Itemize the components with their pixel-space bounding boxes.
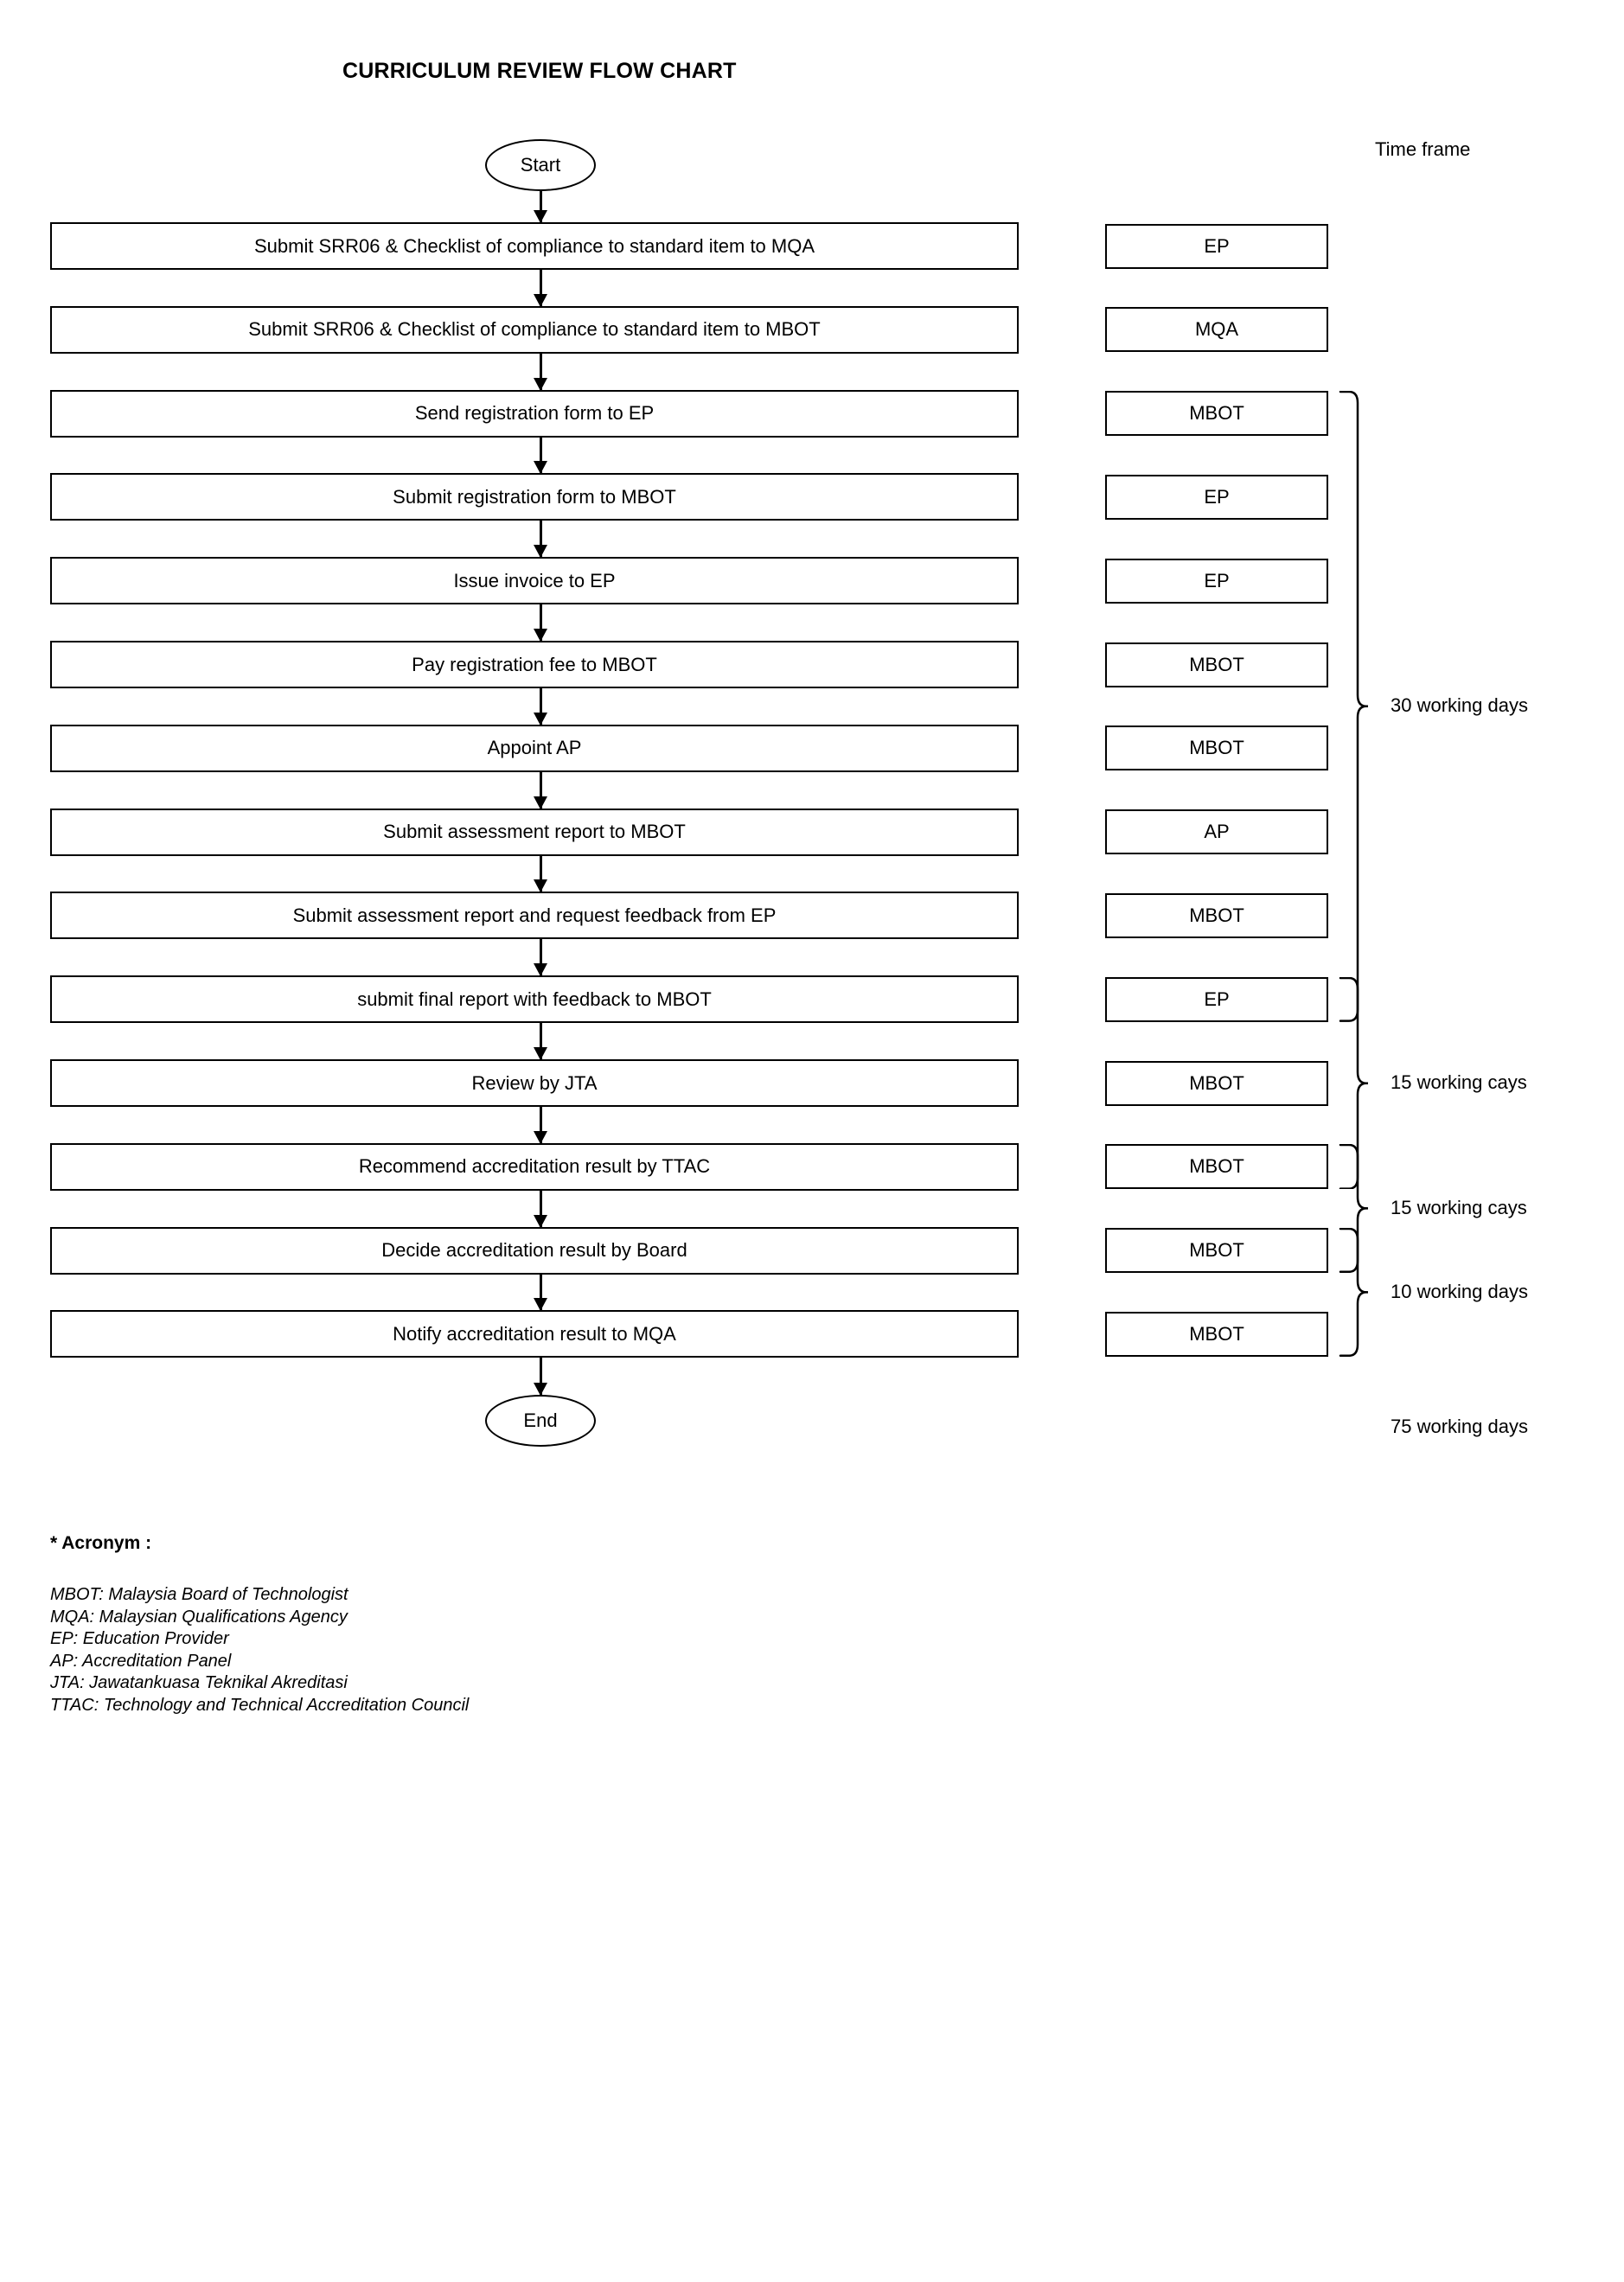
flow-connector-arrow: [540, 353, 542, 390]
process-box[interactable]: Issue invoice to EP: [50, 557, 1019, 605]
flow-connector-arrow: [540, 604, 542, 641]
timeframe-label: 10 working days: [1391, 1280, 1528, 1302]
responsible-party-box[interactable]: MBOT: [1105, 726, 1328, 771]
flow-connector-arrow: [540, 771, 542, 809]
page-title: CURRICULUM REVIEW FLOW CHART: [342, 59, 737, 83]
process-box[interactable]: Submit assessment report and request fee…: [50, 892, 1019, 940]
responsible-party-box[interactable]: MBOT: [1105, 1060, 1328, 1106]
responsible-party-box[interactable]: MBOT: [1105, 1144, 1328, 1190]
responsible-party-box[interactable]: MBOT: [1105, 1228, 1328, 1274]
process-box[interactable]: Send registration form to EP: [50, 389, 1019, 438]
acronym-item: JTA: Jawatankuasa Teknikal Akreditasi: [50, 1673, 348, 1692]
acronym-item: TTAC: Technology and Technical Accredita…: [50, 1695, 470, 1715]
responsible-party-box[interactable]: MBOT: [1105, 1311, 1328, 1357]
flow-connector-arrow: [540, 855, 542, 892]
timeframe-label: 15 working cays: [1391, 1196, 1527, 1218]
flow-connector-arrow: [540, 1107, 542, 1143]
end-terminator: End: [485, 1395, 596, 1447]
start-terminator: Start: [485, 139, 596, 191]
flow-connector-arrow: [540, 1190, 542, 1227]
responsible-party-box[interactable]: MQA: [1105, 307, 1328, 353]
total-timeframe-label: 75 working days: [1391, 1416, 1528, 1437]
timeframe-label: 15 working cays: [1391, 1071, 1527, 1093]
timeframe-column-header: Time frame: [1375, 138, 1471, 160]
flow-connector-arrow: [540, 521, 542, 558]
timeframe-label: 30 working days: [1391, 694, 1528, 716]
acronym-item: AP: Accreditation Panel: [50, 1651, 232, 1671]
process-box[interactable]: Submit SRR06 & Checklist of compliance t…: [50, 222, 1019, 270]
acronym-item: MQA: Malaysian Qualifications Agency: [50, 1607, 348, 1627]
process-box[interactable]: Appoint AP: [50, 724, 1019, 772]
process-box[interactable]: Notify accreditation result to MQA: [50, 1310, 1019, 1358]
flow-connector-arrow: [540, 939, 542, 976]
flow-connector-arrow: [540, 1358, 542, 1395]
responsible-party-box[interactable]: AP: [1105, 809, 1328, 855]
process-box[interactable]: Submit registration form to MBOT: [50, 473, 1019, 521]
process-box[interactable]: Review by JTA: [50, 1059, 1019, 1107]
process-box[interactable]: Submit assessment report to MBOT: [50, 808, 1019, 856]
acronym-item: EP: Education Provider: [50, 1629, 229, 1648]
responsible-party-box[interactable]: MBOT: [1105, 642, 1328, 687]
process-box[interactable]: submit final report with feedback to MBO…: [50, 975, 1019, 1024]
flow-connector-arrow: [540, 1274, 542, 1311]
process-box[interactable]: Pay registration fee to MBOT: [50, 641, 1019, 688]
flow-connector-arrow: [540, 1023, 542, 1059]
process-box[interactable]: Decide accreditation result by Board: [50, 1226, 1019, 1275]
process-box[interactable]: Recommend accreditation result by TTAC: [50, 1142, 1019, 1191]
flow-connector-arrow: [540, 270, 542, 306]
acronym-item: MBOT: Malaysia Board of Technologist: [50, 1585, 348, 1604]
flow-connector-arrow: [540, 437, 542, 474]
responsible-party-box[interactable]: EP: [1105, 223, 1328, 269]
timeframe-brace: [1339, 1228, 1368, 1357]
acronym-legend-title: * Acronym :: [50, 1533, 152, 1553]
process-box[interactable]: Submit SRR06 & Checklist of compliance t…: [50, 305, 1019, 354]
responsible-party-box[interactable]: MBOT: [1105, 391, 1328, 437]
timeframe-brace: [1339, 391, 1368, 1022]
responsible-party-box[interactable]: EP: [1105, 976, 1328, 1022]
responsible-party-box[interactable]: MBOT: [1105, 892, 1328, 938]
responsible-party-box[interactable]: EP: [1105, 558, 1328, 604]
responsible-party-box[interactable]: EP: [1105, 474, 1328, 520]
flow-connector-arrow: [540, 191, 542, 222]
flow-connector-arrow: [540, 688, 542, 725]
